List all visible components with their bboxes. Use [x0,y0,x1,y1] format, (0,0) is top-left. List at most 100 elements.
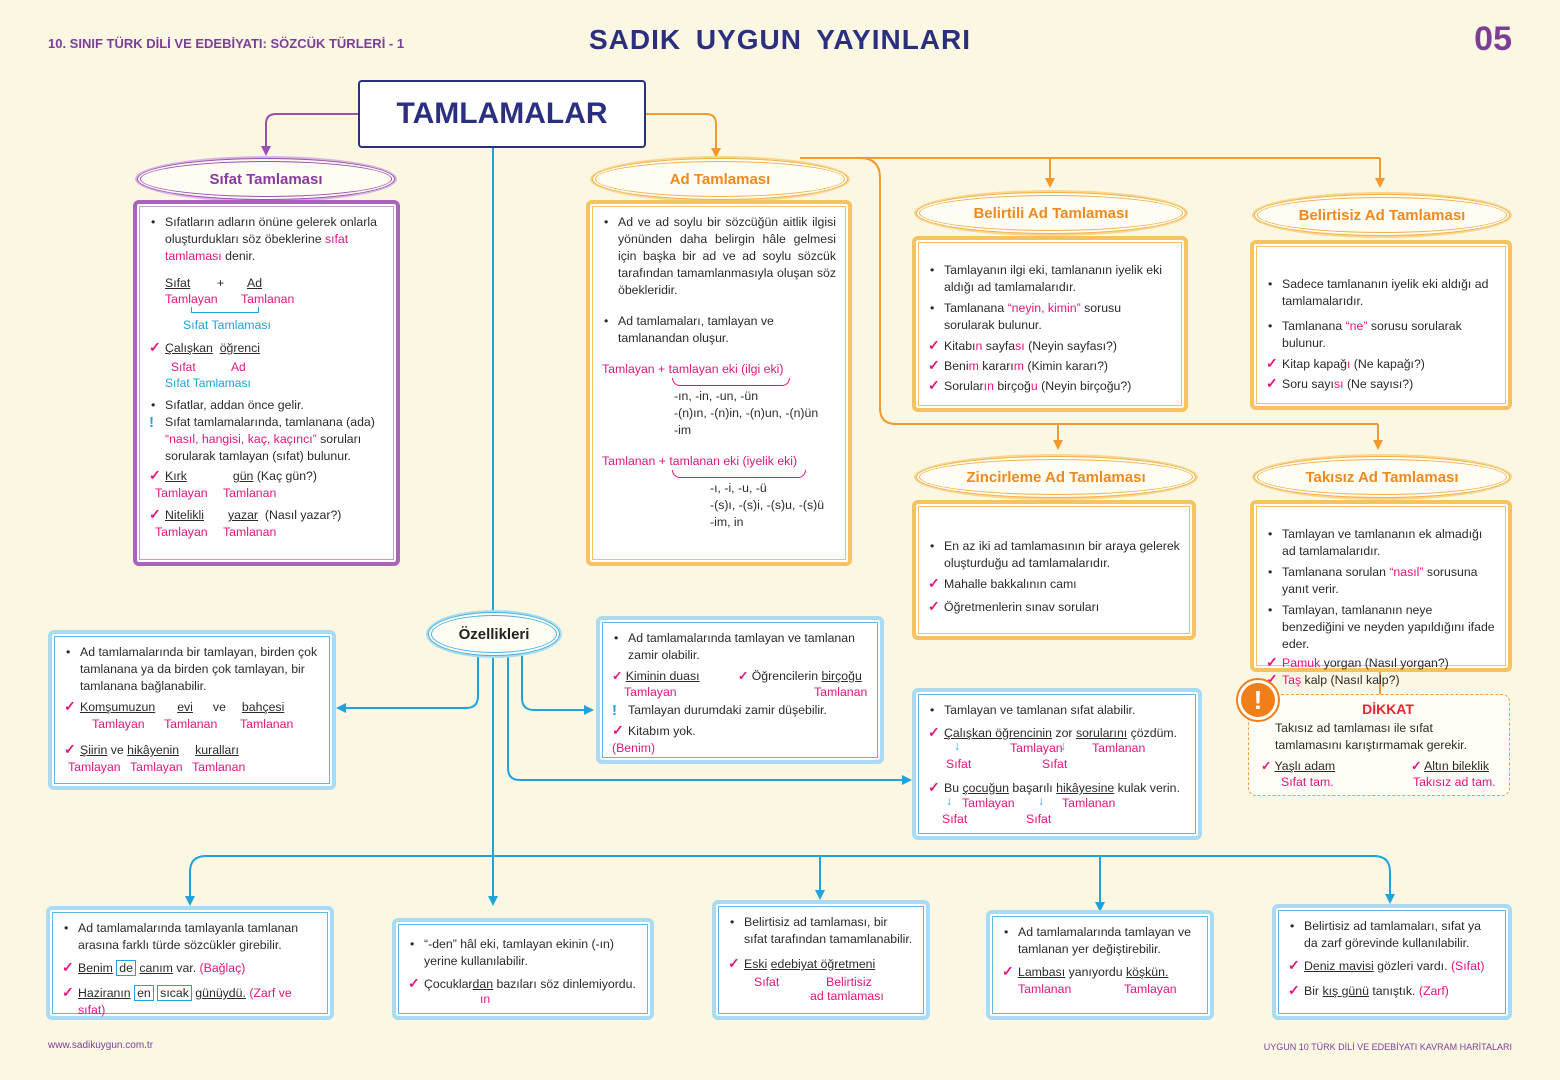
zm-tamlanan: Tamlanan [814,685,868,699]
check-icon: ✓ [62,984,74,1000]
check-icon: ✓ [728,955,740,971]
arrow-down-icon: ↓ [1038,794,1045,808]
e2-question: (Kimin kararı?) [1023,359,1109,373]
sa2-sifat2: Sıfat [1026,812,1052,826]
tk-b2-text: Tamlanana sorulan [1282,565,1390,579]
dikkat-examples: ✓ Yaşlı adam Sıfat tam. ✓ Altın bileklik… [1261,758,1501,792]
b1e2-box2: sıcak [157,985,192,1001]
footer-website[interactable]: www.sadikuygun.com.tr [48,1040,154,1051]
b2e1-suffix: dan [472,977,494,991]
tk-e1-rest: yorgan (Nasıl yorgan?) [1320,656,1449,670]
tk-e2-word: Taş [1282,673,1302,687]
warning-icon: ! [612,702,617,719]
check-icon: ✓ [612,669,623,683]
ex1-labels: Sıfat Ad Sıfat Tamlaması [165,357,384,390]
b5e1-a: Deniz mavisi [1304,959,1374,973]
f1-suffix-3: -im [674,423,692,437]
check-icon: ✓ [928,598,940,614]
check-icon: ✓ [1411,759,1422,773]
formula-result: Sıfat Tamlaması [183,318,271,332]
warning-icon: ! [149,414,154,431]
page-number: 05 [1474,20,1512,58]
check-icon: ✓ [1288,982,1300,998]
belirtili-box: Tamlayanın ilgi eki, tamlananın iyelik e… [912,236,1188,412]
zm-e3: Kitabım yok. [628,724,696,738]
takisiz-box: Tamlayan ve tamlananın ek almadığı ad ta… [1250,500,1512,687]
bottom2-ex-1: ✓Çocuklardan bazıları söz dinlemiyordu. … [408,975,638,1005]
zm-note: Tamlayan durumdaki zamir düşebilir. [628,703,827,717]
header-subject: 10. SINIF TÜRK DİLİ VE EDEBİYATI: SÖZCÜK… [48,36,405,51]
takisiz-bullet-3: Tamlayan, tamlananın neye benzediğini ve… [1266,602,1496,653]
sifat-def-end: denir. [221,249,256,263]
zincirleme-ex-1: ✓Mahalle bakkalının camı [928,575,1180,593]
bz-b2-end: sorusu sorularak bulunur. [1282,319,1462,350]
bz-b2-question: “ne” [1345,319,1368,333]
belirtisiz-bullet-1: Sadece tamlananın iyelik eki aldığı ad t… [1266,276,1496,310]
ad-formula-2: Tamlanan + tamlanan eki (iyelik eki) [602,454,798,468]
ozellik-sifatal-box: Tamlayan ve tamlanan sıfat alabilir. ✓Ça… [912,688,1202,840]
c1-w1: Komşumuzun [80,700,156,714]
c1-tamlayan: Tamlayan [92,717,145,731]
b4e1-c: köşkün. [1126,965,1169,979]
dikkat-text: Takısız ad tamlaması ile sıfat tamlaması… [1275,721,1468,752]
check-icon: ✓ [738,669,749,683]
bottom5-ex-2: ✓Bir kış günü tanıştık. (Zarf) [1288,982,1496,1000]
belirtisiz-ex-1: ✓Kitap kapağı (Ne kapağı?) [1266,355,1496,373]
sifatal-ex-1-labels: Tamlayan Tamlanan ↓ ↓ Sıfat Sıfat [944,739,1186,774]
e3-a: Sorular [944,379,984,393]
b1e1-box: de [116,960,136,976]
f2-suffix-2: -(s)ı, -(s)i, -(s)u, -(s)ü [710,498,825,512]
b3-belirtisiz: Belirtisiz [826,975,872,989]
formula-1-brace [672,378,790,386]
belirtisiz-heading: Belirtisiz Ad Tamlaması [1254,194,1510,236]
bz-e1-a: Kitap kapağ [1282,357,1347,371]
check-icon: ✓ [1266,671,1278,687]
sa-e2-d: hikâyesine [1056,781,1115,795]
bottom5-bullet: Belirtisiz ad tamlamaları, sıfat ya da z… [1288,918,1496,952]
sa2-sifat1: Sıfat [942,812,968,826]
check-icon: ✓ [612,722,624,738]
sa2-tamlayan: Tamlayan [962,796,1015,810]
check-icon: ✓ [64,698,76,714]
ex3-word1: Nitelikli [165,508,204,522]
ad-tamlamasi-heading: Ad Tamlaması [592,158,848,200]
zamir-ex-2: ✓ Öğrencilerin birçoğu [738,668,862,685]
bz-e1-question: (Ne kapağı?) [1350,357,1425,371]
arrow-down-icon: ↓ [1060,739,1067,753]
dikkat-ex-2: ✓ Altın bileklik [1411,758,1489,775]
zincirleme-box: En az iki ad tamlamasının bir araya gele… [912,500,1196,640]
c1-ve: ve [212,700,226,714]
check-icon: ✓ [928,377,940,393]
sifat-formula: Sıfat + Ad Tamlayan Tamlanan Sıfat Tamla… [165,275,384,337]
ex3-tamlanan: Tamlanan [223,525,277,539]
sa-e2-b: çocuğun [962,781,1009,795]
dikkat-title: DİKKAT [1362,701,1414,717]
check-icon: ✓ [408,975,420,991]
check-icon: ✓ [928,575,940,591]
c2-tamlanan: Tamlanan [192,760,246,774]
b3e1-b: edebiyat öğretmeni [770,957,876,971]
e1-question: (Neyin sayfası?) [1024,339,1117,353]
b3e1-a: Eski [744,957,768,971]
check-icon: ✓ [928,724,940,740]
zincirleme-ex-2: ✓Öğretmenlerin sınav soruları [928,598,1180,616]
sa1-tamlayan: Tamlayan [1010,741,1063,755]
ozellik-coklu-box: Ad tamlamalarında bir tamlayan, birden ç… [48,630,336,790]
b4e1-b: yanıyordu [1065,965,1127,979]
check-icon: ✓ [149,467,161,483]
b1e1-c: var. [172,961,200,975]
b4-tamlanan: Tamlanan [1018,982,1072,996]
tk-e2-rest: kalp (Nasıl kalp?) [1301,673,1400,687]
b1e1-b: canım [139,961,173,975]
ex1-word1: Çalışkan [165,341,213,355]
ad-formula-1: Tamlayan + tamlayan eki (ilgi eki) [602,362,784,376]
c2-w3: kuralları [195,743,239,757]
bottom-box-5: Belirtisiz ad tamlamaları, sıfat ya da z… [1272,904,1512,1020]
belirtisiz-box: Sadece tamlananın iyelik eki aldığı ad t… [1250,240,1512,410]
check-icon: ✓ [1266,355,1278,371]
formula-2-brace [672,470,806,478]
takisiz-bullet-1: Tamlayan ve tamlananın ek almadığı ad ta… [1266,526,1496,560]
